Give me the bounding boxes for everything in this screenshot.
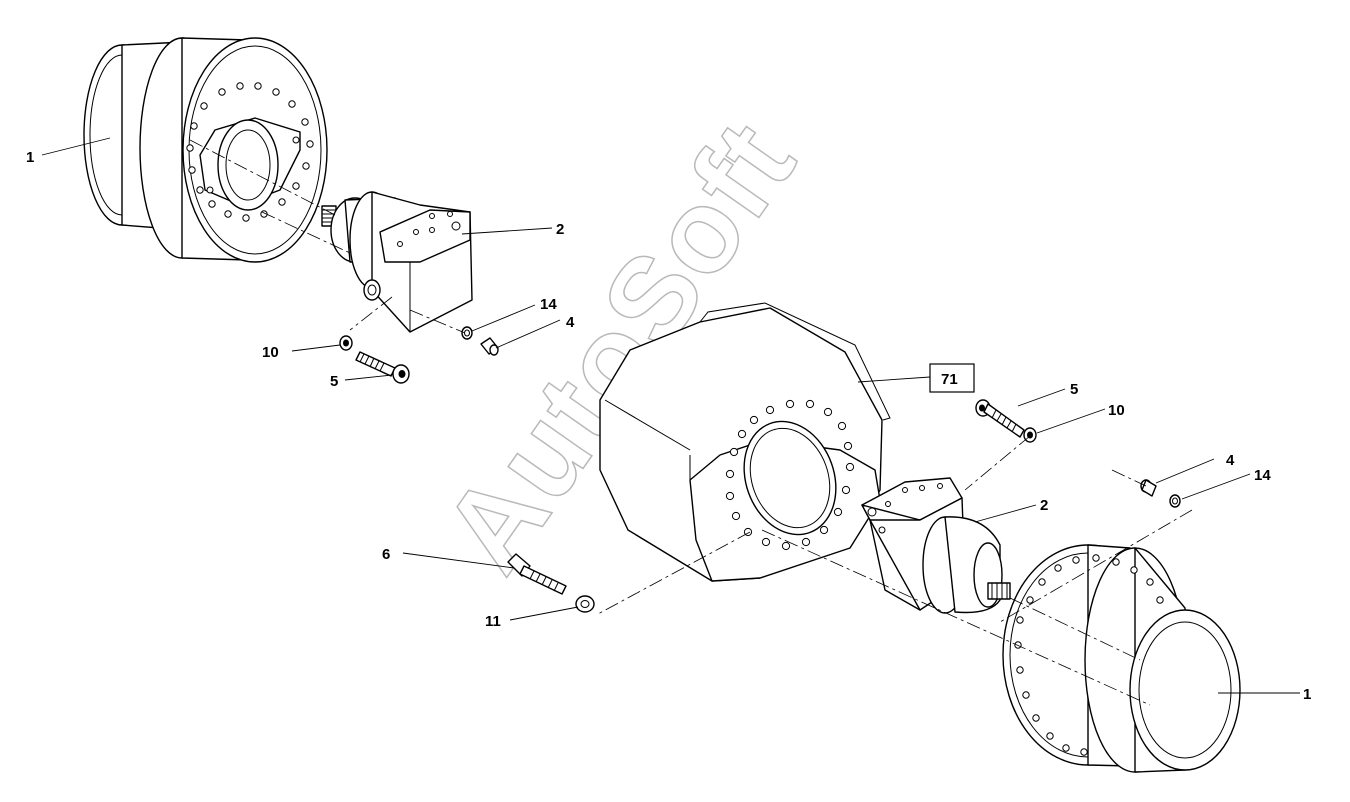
- left-plug-fitting-4[interactable]: [480, 337, 499, 356]
- left-planetary-hub[interactable]: [83, 37, 328, 263]
- callout-10-left: 10: [262, 344, 279, 361]
- mounting-bolt-6[interactable]: [507, 553, 567, 595]
- left-hydraulic-motor[interactable]: [321, 191, 473, 333]
- callout-5-right: 5: [1070, 381, 1078, 398]
- callout-2-left: 2: [556, 221, 564, 238]
- callout-box-71: [929, 363, 975, 393]
- housing-bolt-circle: [725, 399, 855, 551]
- right-o-ring-14[interactable]: [1169, 494, 1181, 508]
- callout-14-left: 14: [540, 296, 557, 313]
- left-bolt-5[interactable]: [355, 351, 410, 384]
- right-plug-fitting-4[interactable]: [1140, 479, 1157, 497]
- callout-5-left: 5: [330, 373, 338, 390]
- callout-14-right: 14: [1254, 467, 1271, 484]
- washer-11[interactable]: [575, 595, 595, 613]
- callout-71: 71: [941, 371, 958, 388]
- callout-labels: 1 2 14 4 10 5 71 5 10 4 14 2 6 11 1: [26, 149, 1311, 703]
- left-washer-10[interactable]: [339, 335, 353, 351]
- axle-housing[interactable]: [599, 302, 891, 582]
- leader-lines: [41, 137, 1300, 694]
- right-hub-bolt-circle: [1014, 554, 1164, 756]
- left-hub-bolt-circle: [186, 82, 314, 222]
- callout-1-right: 1: [1303, 686, 1311, 703]
- callout-6: 6: [382, 546, 390, 563]
- callout-2-right: 2: [1040, 497, 1048, 514]
- left-o-ring-14[interactable]: [461, 326, 473, 340]
- assembly-axis-lines: [189, 139, 1193, 706]
- callout-4-left: 4: [566, 314, 575, 331]
- callout-4-right: 4: [1226, 452, 1235, 469]
- callout-11: 11: [485, 613, 501, 630]
- right-bolt-5[interactable]: [975, 399, 1025, 438]
- right-hydraulic-motor[interactable]: [861, 477, 1011, 614]
- right-planetary-hub[interactable]: [1002, 544, 1241, 773]
- callout-10-right: 10: [1108, 402, 1125, 419]
- callout-1-left: 1: [26, 149, 34, 166]
